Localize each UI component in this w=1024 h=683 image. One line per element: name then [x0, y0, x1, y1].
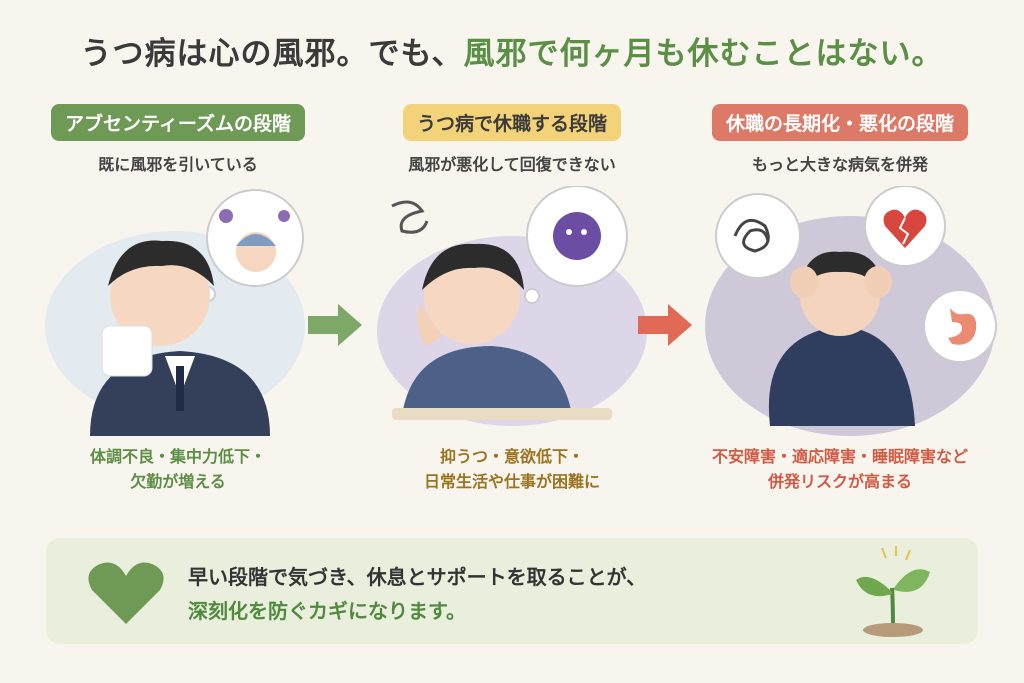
page-title: うつ病は心の風邪。でも、風邪で何ヶ月も休むことはない。 — [0, 28, 1024, 73]
arrow-right-icon — [638, 304, 692, 346]
caption-line: 不安障害・適応障害・睡眠障害など — [711, 447, 968, 466]
caption-line: 欠勤が増える — [130, 471, 226, 491]
stage-subtitle: もっと大きな病気を併発 — [751, 155, 928, 174]
message-panel: 早い段階で気づき、休息とサポートを取ることが、 深刻化を防ぐカギになります。 — [46, 538, 978, 644]
caption-line: 抑うつ・意欲低下・ — [439, 447, 584, 466]
stage-badge: 休職の長期化・悪化の段階 — [711, 104, 968, 141]
stomach-icon — [948, 308, 977, 345]
message-text: 早い段階で気づき、休息とサポートを取ることが、 深刻化を防ぐカギになります。 — [188, 560, 646, 628]
caption-line: 体調不良・集中力低下・ — [89, 447, 266, 466]
illustration-cold-man — [45, 189, 305, 436]
caption-line: 日常生活や仕事が困難に — [423, 471, 600, 491]
stage-caption: 体調不良・集中力低下・ 欠勤が増える — [28, 445, 328, 495]
stage-absenteeism: アブセンティーズムの段階 既に風邪を引いている — [28, 104, 328, 175]
illustration-crouching-man — [705, 186, 997, 436]
stage-prolonged: 休職の長期化・悪化の段階 もっと大きな病気を併発 — [690, 104, 990, 175]
stage-caption: 不安障害・適応障害・睡眠障害など 併発リスクが高まる — [690, 445, 990, 495]
caption-line: 併発リスクが高まる — [767, 471, 912, 491]
stage-subtitle: 風邪が悪化して回復できない — [408, 155, 616, 174]
stage-leave: うつ病で休職する段階 風邪が悪化して回復できない — [362, 104, 662, 175]
stage-badge: アブセンティーズムの段階 — [51, 104, 305, 141]
germ-icon — [219, 209, 290, 223]
stage-subtitle: 既に風邪を引いている — [98, 155, 258, 174]
illustration-depressed-man — [377, 186, 647, 426]
message-line2: 深刻化を防ぐカギになります。 — [188, 599, 466, 623]
broken-heart-icon — [883, 209, 927, 248]
title-part2: 風邪で何ヶ月も休むことはない。 — [463, 36, 944, 72]
stage-badge: うつ病で休職する段階 — [402, 104, 621, 141]
title-part1: うつ病は心の風邪。でも、 — [80, 36, 464, 72]
stage-caption: 抑うつ・意欲低下・ 日常生活や仕事が困難に — [362, 445, 662, 495]
heart-icon — [88, 562, 164, 624]
tangle-icon — [391, 200, 429, 234]
tangle-icon — [733, 218, 770, 253]
arrow-right-icon — [308, 304, 362, 346]
sprout-icon — [856, 546, 930, 637]
message-line1: 早い段階で気づき、休息とサポートを取ることが、 — [188, 565, 647, 589]
germ-icon — [553, 212, 601, 260]
